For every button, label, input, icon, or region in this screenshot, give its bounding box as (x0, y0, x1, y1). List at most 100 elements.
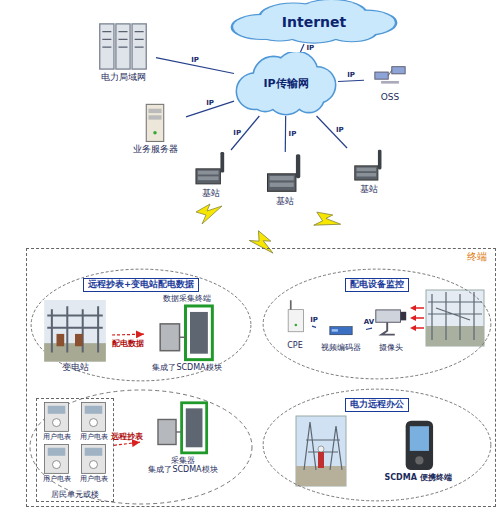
base-station: 基站 (346, 148, 392, 194)
camera: 摄像头 (372, 296, 410, 352)
node-label: 集成了SCDMA模块 (148, 465, 217, 474)
edge-label: AV (364, 318, 374, 326)
substation-symbol (38, 300, 112, 362)
terminal-band: 终端远程抄表+变电站配电数据变电站 数据采集终端集成了SCDMA模块 配电设备监控 C… (26, 248, 496, 507)
oss-icon (364, 56, 416, 92)
bts-icon (262, 152, 308, 196)
building-box: 居民单元或楼用户电表用户电表用户电表用户电表 (36, 398, 114, 502)
device-icon (140, 400, 226, 456)
oss-system: OSS (364, 56, 416, 102)
edge-label: IP (336, 126, 344, 134)
encoder-icon (316, 318, 366, 343)
text-holder: 配电设备监控 (262, 272, 492, 292)
node-label: 视频编码器 (321, 343, 361, 352)
node-label: 摄像头 (379, 343, 403, 352)
pda-icon (376, 418, 460, 473)
scdma-handheld: SCDMA 便携终端 (376, 418, 460, 482)
node-label: OSS (381, 92, 400, 102)
node-label: 变电站 (62, 362, 89, 372)
racks-icon (90, 20, 156, 72)
cpe-device: CPE (278, 292, 312, 350)
signal-arrow (410, 305, 424, 331)
meter-symbol (76, 443, 111, 475)
bts-symbol (346, 148, 392, 184)
node-label: 用户电表 (43, 475, 71, 483)
node-label: 采集器 (171, 456, 195, 465)
user-meter: 用户电表 (39, 401, 74, 441)
racks-symbol (90, 20, 156, 72)
meter-icon (76, 443, 111, 475)
text-holder: 居民单元或楼 (37, 490, 113, 499)
edge-label: 远程抄表 (111, 430, 143, 441)
connector (112, 334, 144, 336)
connector (114, 442, 140, 445)
scenario-ellipse: 远程抄表+变电站配电数据变电站 数据采集终端集成了SCDMA模块 (30, 268, 252, 382)
bts-icon (346, 148, 392, 184)
text-holder: 终端 (467, 251, 487, 263)
edge-label: IP (233, 129, 241, 137)
node-label: IP传输网 (263, 78, 308, 91)
device-icon (144, 303, 230, 363)
wireless-bolt (196, 204, 222, 224)
wireless-bolt (247, 228, 275, 259)
bts-icon (188, 150, 234, 188)
node-label: 集成了SCDMA模块 (152, 363, 221, 372)
node-label: 居民单元或楼 (37, 490, 113, 499)
internet-cloud: Internet (228, 0, 400, 44)
edge-label: IP (206, 99, 214, 107)
edge-label: IP (347, 71, 355, 79)
bts-symbol (262, 152, 308, 196)
base-station: 基站 (262, 152, 308, 206)
field-worker-photo (296, 416, 346, 486)
node-label: 电力局域网 (101, 72, 146, 82)
connector (231, 116, 259, 150)
node-label: 基站 (202, 188, 220, 198)
scenario-ellipse: 电力远程办公 SCDMA 便携终端 (262, 388, 492, 502)
meter-icon (76, 401, 111, 433)
connector (300, 44, 304, 52)
pda-symbol (376, 418, 460, 473)
cpe-icon (278, 292, 312, 341)
text-holder: 远程抄表+变电站配电数据 (30, 272, 252, 292)
node-label: 用户电表 (43, 433, 71, 441)
ip-network-cloud: IP传输网 (234, 52, 338, 116)
user-meter: 用户电表 (76, 443, 111, 483)
edge-label: IP (289, 130, 297, 138)
meter-icon (39, 443, 74, 475)
service-server: 业务服务器 (124, 100, 186, 154)
node-label: 基站 (360, 184, 378, 194)
scenario-heading: 远程抄表+变电站配电数据 (83, 278, 199, 292)
group-ellipse (30, 390, 252, 504)
edge-label: IP (310, 316, 318, 324)
video-encoder: 视频编码器 (316, 318, 366, 352)
cpe-symbol (278, 292, 312, 341)
node-label: SCDMA 便携终端 (384, 473, 451, 482)
lan-server-rack: 电力局域网 (90, 20, 156, 82)
user-meter: 用户电表 (39, 443, 74, 483)
node-label: 业务服务器 (133, 144, 178, 154)
node-label: 用户电表 (80, 475, 108, 483)
node-label: 终端 (467, 251, 487, 263)
connector (285, 116, 287, 152)
camera-icon (372, 296, 410, 343)
data-collector-module: 数据采集终端集成了SCDMA模块 (144, 294, 230, 372)
connector (338, 80, 364, 81)
user-meter: 用户电表 (76, 401, 111, 441)
connector (156, 58, 234, 74)
scenario-heading: 配电设备监控 (345, 278, 409, 292)
node-label: 基站 (276, 196, 294, 206)
node-label: 用户电表 (80, 433, 108, 441)
meter-symbol (39, 401, 74, 433)
substation-icon (38, 300, 112, 362)
substation-photo: 变电站 (38, 300, 112, 372)
wireless-bolt (309, 206, 342, 238)
meter-symbol (76, 401, 111, 433)
connector (312, 326, 316, 327)
meter-icon (39, 401, 74, 433)
text-holder: Internet (228, 0, 400, 44)
bts-symbol (188, 150, 234, 188)
scenario-ellipse: 配电设备监控 CPE 视频编码器 摄像头 (262, 268, 492, 380)
edge-label: IP (306, 44, 314, 52)
text-holder: 电力远程办公 (262, 392, 492, 412)
